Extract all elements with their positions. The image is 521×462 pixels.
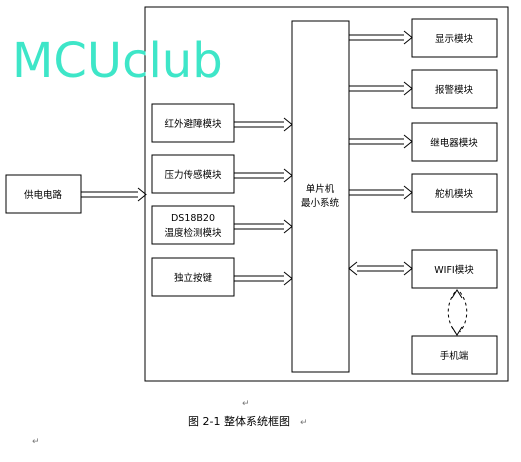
ds18b20-label-line2: 温度检测模块 bbox=[164, 227, 222, 239]
power-supply-label: 供电电路 bbox=[24, 189, 63, 201]
wifi-box bbox=[411, 249, 498, 289]
ir-obstacle-label: 红外避障模块 bbox=[164, 118, 222, 130]
display-arrow bbox=[349, 30, 413, 45]
power-arrow bbox=[81, 187, 147, 202]
servo-label: 舵机模块 bbox=[435, 188, 474, 200]
display-box bbox=[411, 18, 498, 58]
pressure-sensor-label: 压力传感模块 bbox=[164, 169, 222, 181]
servo-arrow bbox=[349, 185, 413, 200]
relay-label: 继电器模块 bbox=[430, 137, 478, 149]
relay-arrow bbox=[349, 134, 413, 149]
mcu-label-line2: 最小系统 bbox=[301, 197, 340, 209]
pressure-sensor-box bbox=[151, 154, 235, 194]
servo-box bbox=[411, 173, 498, 213]
ds18b20-box bbox=[151, 205, 235, 245]
ds18b20-label-line1: DS18B20 bbox=[171, 213, 215, 224]
phone-box bbox=[411, 335, 498, 375]
wifi-phone-wireless-link bbox=[447, 289, 468, 336]
paragraph-mark-caption: ↵ bbox=[300, 418, 308, 428]
alarm-box bbox=[411, 69, 498, 109]
button-arrow bbox=[234, 271, 293, 286]
paragraph-mark-1: ↵ bbox=[242, 399, 250, 409]
power-supply-box bbox=[5, 174, 82, 214]
mcu-wifi-double-arrow bbox=[348, 261, 413, 276]
alarm-arrow bbox=[349, 81, 413, 96]
pressure-arrow bbox=[234, 168, 293, 183]
wifi-label: WIFI模块 bbox=[434, 264, 474, 276]
watermark-text: MCUclub bbox=[12, 33, 223, 89]
mcu-label-line1: 单片机 bbox=[306, 183, 335, 195]
display-label: 显示模块 bbox=[435, 33, 474, 45]
ds18b20-arrow bbox=[234, 219, 293, 234]
ir-arrow bbox=[234, 117, 293, 132]
figure-caption: 图 2-1 整体系统框图 bbox=[188, 414, 290, 428]
alarm-label: 报警模块 bbox=[435, 84, 474, 96]
ir-obstacle-box bbox=[151, 103, 235, 143]
button-box bbox=[151, 257, 235, 297]
button-label: 独立按键 bbox=[174, 272, 213, 284]
phone-label: 手机端 bbox=[440, 350, 469, 362]
paragraph-mark-2: ↵ bbox=[32, 437, 40, 447]
mcu-box bbox=[291, 20, 350, 373]
